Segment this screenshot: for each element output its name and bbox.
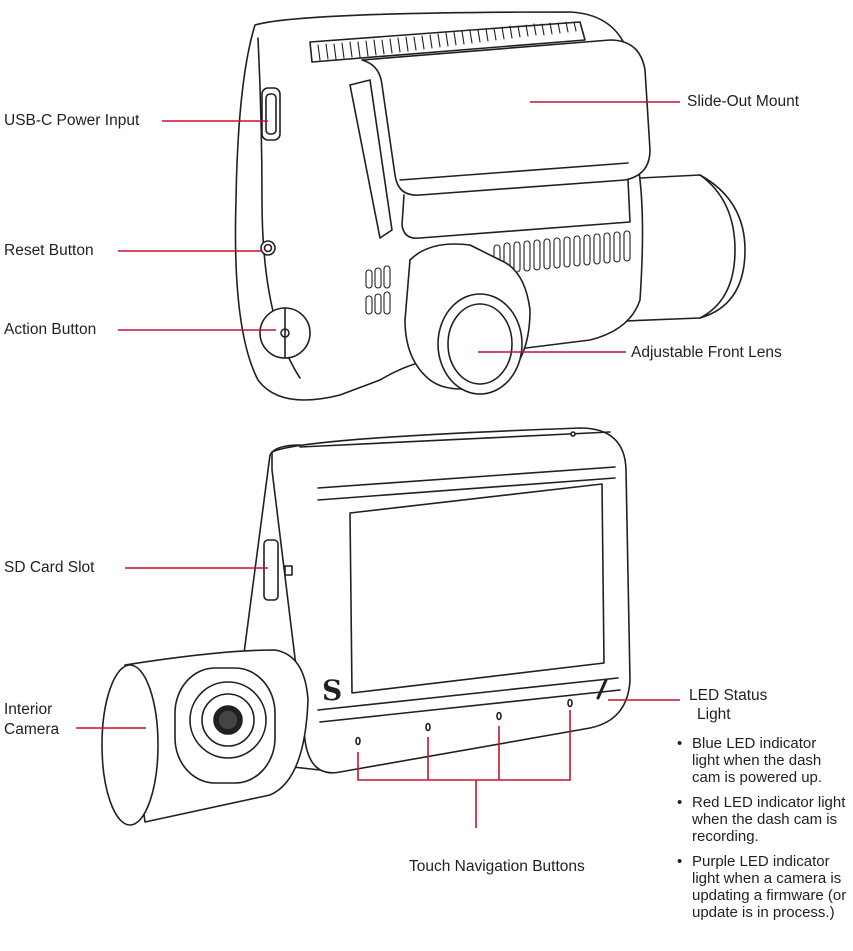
label-interior: Interior	[4, 701, 53, 718]
led-indicator-red-text: Red LED indicator light when the dash ca…	[692, 794, 846, 845]
label-sd-card-slot: SD Card Slot	[4, 559, 95, 576]
led-indicator-blue-text: Blue LED indicator light when the dash c…	[692, 735, 823, 786]
label-reset-button: Reset Button	[4, 242, 94, 259]
top-device-drawing	[234, 11, 746, 401]
front-lens-shape	[437, 293, 523, 395]
reset-hole	[260, 240, 276, 256]
leader-lines	[76, 101, 680, 828]
led-indicator-red: •Red LED indicator light when the dash c…	[677, 794, 846, 845]
label-touch-navigation-buttons: Touch Navigation Buttons	[409, 858, 585, 875]
label-light: Light	[697, 706, 731, 723]
label-adjustable-front-lens: Adjustable Front Lens	[631, 344, 782, 361]
led-indicator-purple-text: Purple LED indicator light when a camera…	[692, 853, 847, 921]
sd-slot	[263, 539, 279, 601]
led-indicator-blue: •Blue LED indicator light when the dash …	[677, 735, 823, 786]
usb-c-port	[261, 87, 281, 141]
label-led-status: LED Status	[689, 687, 768, 704]
led-indicator-list: •Blue LED indicator light when the dash …	[677, 735, 847, 929]
top-vent-slots	[317, 21, 577, 61]
svg-text:S: S	[322, 674, 342, 707]
bottom-device-drawing: S	[101, 427, 631, 826]
led-indicator-purple: •Purple LED indicator light when a camer…	[677, 853, 847, 921]
label-action-button: Action Button	[4, 321, 97, 338]
label-usb-c-power-input: USB-C Power Input	[4, 112, 140, 129]
label-slide-out-mount: Slide-Out Mount	[687, 93, 799, 110]
label-camera: Camera	[4, 721, 60, 738]
screen	[349, 483, 605, 694]
slide-mount	[361, 39, 651, 196]
